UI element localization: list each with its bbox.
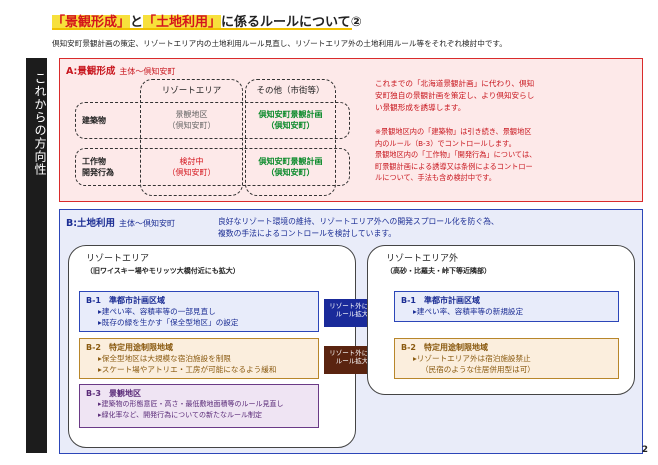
direction-sidebar: これからの方向性 (26, 58, 47, 453)
landscape-note-line-1: ※景観地区内の「建築物」は引き続き、景観地区 (375, 127, 532, 136)
section-landscape-sublabel: 主体〜倶知安町 (119, 67, 176, 76)
cell-works-other: 倶知安町景観計画 （倶知安町） (245, 156, 336, 178)
resort-b3-line-2: ▸緑化率など、開発行為についての新たなルール制定 (98, 411, 262, 419)
cell-works-resort-2: （倶知安町） (167, 168, 216, 177)
resort-b2-line-2: ▸スケート場やアトリエ・工房が可能になるよう緩和 (98, 365, 277, 374)
resort-area-subtitle: （旧ワイスキー場やモリッツ大橋付近にも拡大） (86, 267, 240, 275)
landscape-description-line-3: い景観形成を誘導します。 (375, 103, 466, 112)
expand-arrow-1-label: リゾート外にも ルール拡大 (326, 302, 378, 318)
resort-b2-title: B-2 特定用途制限地域 (86, 343, 173, 352)
title-part2: 「土地利用」 (143, 15, 222, 30)
landscape-note-line-4: 町景観計画による誘導又は条例によるコントロー (375, 161, 533, 171)
cell-building-other: 倶知安町景観計画 （倶知安町） (245, 109, 336, 131)
resort-area-title: リゾートエリア (86, 254, 150, 264)
resort-b1-line-1: ▸建ぺい率、容積率等の一部見直し (98, 307, 216, 316)
section-landscape-label: A:景観形成主体〜倶知安町 (66, 63, 175, 77)
outside-b1-title: B-1 準都市計画区域 (401, 296, 480, 305)
row-works-frame (75, 148, 350, 186)
resort-b3-line-1: ▸建築物の形態意匠・高さ・最低敷地面積等のルール見直し (98, 400, 284, 408)
landscape-description: これまでの「北海道景観計画」に代わり、倶知 安町独自の景観計画を策定し、より倶知… (375, 78, 534, 114)
outside-b2-line-1: ▸リゾートエリア外は宿泊施設禁止 (413, 354, 531, 363)
resort-b1-line-2: ▸既存の緑を生かす「保全型地区」の設定 (98, 318, 239, 327)
landscape-note-line-3: 景観地区内の「工作物」「開発行為」については、 (375, 150, 537, 159)
resort-b2-line-1: ▸保全型地区は大規模な宿泊施設を制限 (98, 354, 231, 363)
outside-b2-line-2: （民宿のような住居併用型は可） (421, 365, 535, 374)
title-part1: 「景観形成」 (52, 15, 131, 30)
resort-b1-title: B-1 準都市計画区域 (86, 296, 165, 305)
title-underline (52, 28, 352, 30)
column-header-resort: リゾートエリア (161, 86, 222, 96)
page-number: 2 (641, 445, 648, 455)
column-resort-frame (140, 79, 243, 196)
expand-arrow-2-label: リゾート外にも ルール拡大 (326, 349, 378, 365)
landscape-note: ※景観地区内の「建築物」は引き続き、景観地区 内のルール（B-3）でコントロール… (375, 126, 536, 184)
row-building-frame (75, 102, 350, 139)
sidebar-label: これからの方向性 (33, 72, 47, 176)
title-rest: に係るルールについて② (221, 15, 362, 30)
landscape-description-line-2: 安町独自の景観計画を策定し、より倶知安らし (375, 91, 535, 100)
outside-resort-title: リゾートエリア外 (386, 254, 459, 264)
cell-works-other-2: （倶知安町） (266, 168, 315, 177)
row-label-works-2: 開発行為 (82, 168, 114, 177)
landscape-description-line-1: これまでの「北海道景観計画」に代わり、倶知 (375, 79, 535, 88)
cell-works-other-1: 倶知安町景観計画 (258, 157, 323, 166)
resort-b3-box: B-3 景観地区 ▸建築物の形態意匠・高さ・最低敷地面積等のルール見直し ▸緑化… (79, 384, 319, 428)
resort-b3-title: B-3 景観地区 (86, 389, 141, 398)
cell-building-other-2: （倶知安町） (266, 121, 315, 130)
resort-area-heading: リゾートエリア （旧ワイスキー場やモリッツ大橋付近にも拡大） (86, 253, 240, 277)
page-title: 「景観形成」と「土地利用」に係るルールについて② (52, 11, 362, 30)
column-other-frame (245, 79, 336, 196)
section-landscape-title: A:景観形成 (66, 66, 116, 77)
section-land-use-label: B:土地利用主体〜倶知安町 (66, 215, 175, 229)
page-subtitle: 倶知安町景観計画の策定、リゾートエリア内の土地利用ルール見直し、リゾートエリア外… (52, 39, 507, 48)
outside-b2-box: B-2 特定用途制限地域 ▸リゾートエリア外は宿泊施設禁止 （民宿のような住居併… (394, 338, 619, 379)
cell-works-resort: 検討中 （倶知安町） (140, 156, 243, 178)
column-header-other: その他（市街等） (256, 86, 325, 96)
section-land-use-title: B:土地利用 (66, 218, 116, 229)
row-label-works-1: 工作物 (82, 157, 106, 166)
resort-b2-box: B-2 特定用途制限地域 ▸保全型地区は大規模な宿泊施設を制限 ▸スケート場やア… (79, 338, 319, 379)
row-label-building: 建築物 (82, 116, 106, 125)
outside-b2-title: B-2 特定用途制限地域 (401, 343, 488, 352)
resort-b1-box: B-1 準都市計画区域 ▸建ぺい率、容積率等の一部見直し ▸既存の緑を生かす「保… (79, 291, 319, 332)
cell-building-resort-1: 景観地区 (175, 110, 208, 119)
expand-arrow-1-line-1: リゾート外にも (329, 302, 375, 310)
row-label-works: 工作物 開発行為 (82, 156, 114, 178)
cell-works-resort-1: 検討中 (179, 157, 204, 166)
title-mid: と (130, 15, 144, 30)
outside-b1-line-1: ▸建ぺい率、容積率等の新規設定 (413, 307, 524, 316)
section-landscape (59, 58, 643, 202)
land-use-description: 良好なリゾート環境の維持、リゾートエリア外への開発スプロール化を防ぐ為、 複数の… (218, 216, 499, 240)
cell-building-other-1: 倶知安町景観計画 (258, 110, 323, 119)
outside-resort-subtitle: （高砂・比羅夫・峠下等近隣部） (386, 267, 491, 275)
cell-building-resort: 景観地区 （倶知安町） (140, 109, 243, 131)
outside-resort-heading: リゾートエリア外 （高砂・比羅夫・峠下等近隣部） (386, 253, 491, 277)
land-use-description-line-1: 良好なリゾート環境の維持、リゾートエリア外への開発スプロール化を防ぐ為、 (218, 217, 499, 226)
land-use-description-line-2: 複数の手法によるコントロールを検討しています。 (218, 229, 397, 238)
landscape-note-line-2: 内のルール（B-3）でコントロールします。 (375, 138, 516, 148)
landscape-note-line-5: ルについて、手法も含め検討中です。 (375, 173, 496, 182)
expand-arrow-2-line-2: ルール拡大 (335, 357, 369, 365)
cell-building-resort-2: （倶知安町） (167, 121, 216, 130)
expand-arrow-1-line-2: ルール拡大 (335, 310, 369, 318)
expand-arrow-2-line-1: リゾート外にも (329, 349, 375, 357)
outside-b1-box: B-1 準都市計画区域 ▸建ぺい率、容積率等の新規設定 (394, 291, 619, 322)
section-land-use-sublabel: 主体〜倶知安町 (119, 219, 176, 228)
